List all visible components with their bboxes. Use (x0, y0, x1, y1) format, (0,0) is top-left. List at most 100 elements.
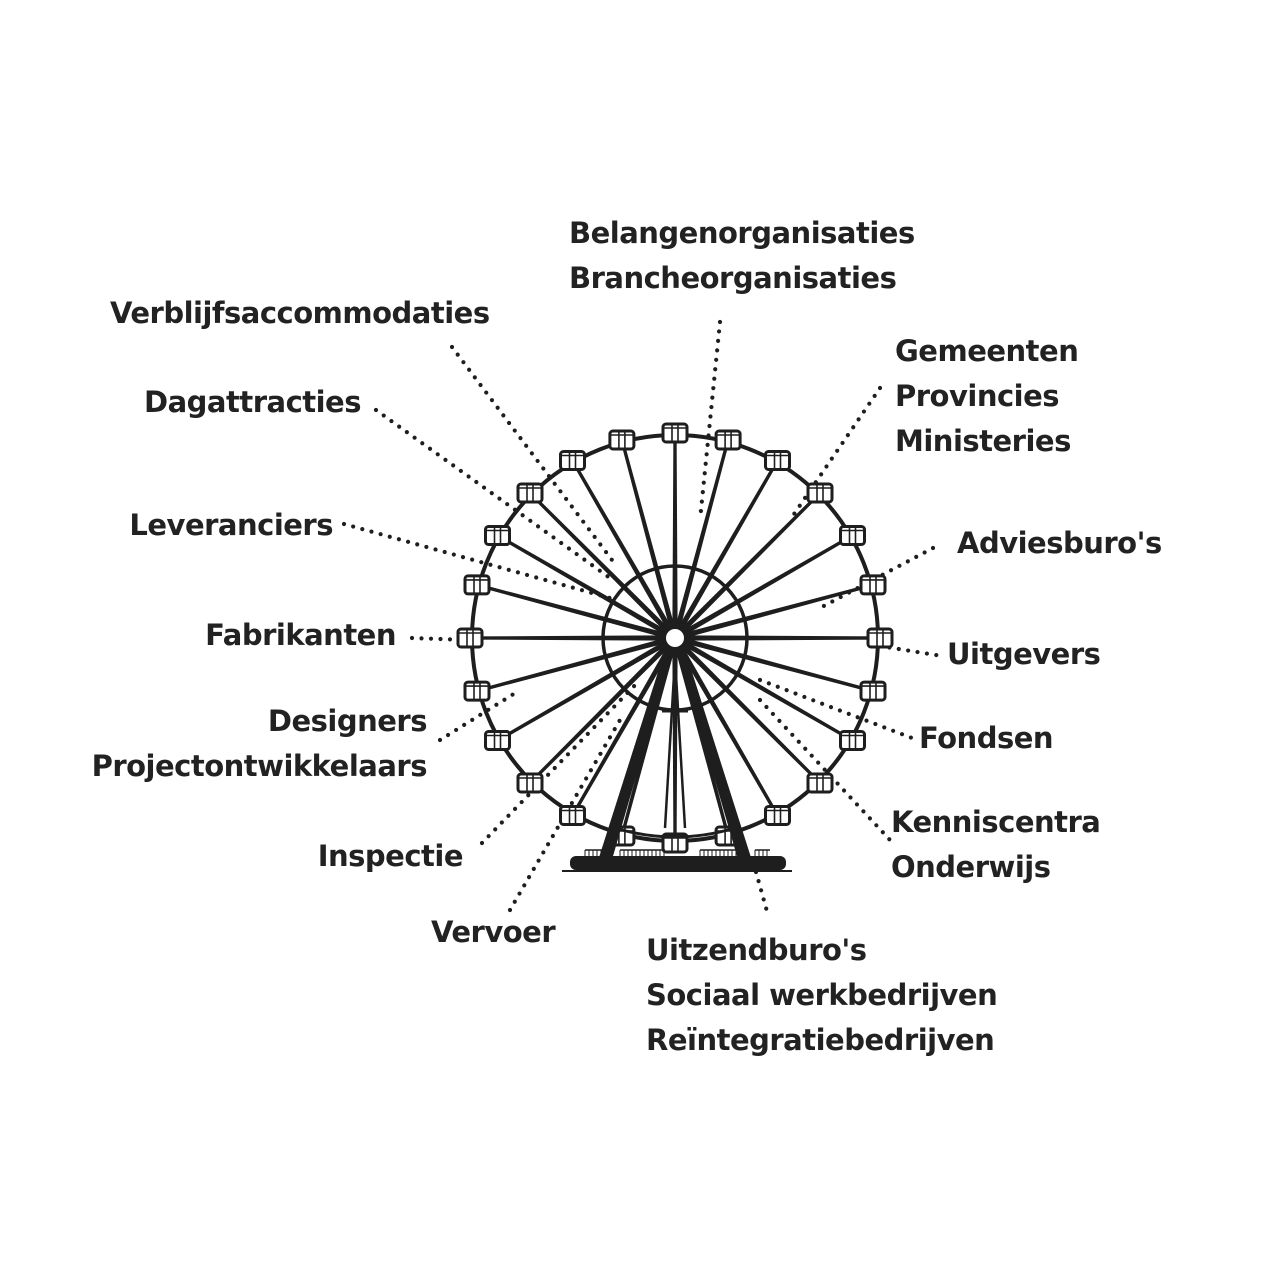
label-line: Designers (267, 704, 428, 738)
gondola-cabin (559, 450, 586, 471)
ferris-wheel-illustration (456, 422, 894, 872)
label-line: Gemeenten (895, 334, 1079, 368)
spoke (682, 583, 872, 639)
gondola-20 (463, 574, 491, 596)
gondola-17 (484, 730, 511, 751)
gondola-cabin (806, 772, 834, 794)
spoke (678, 461, 778, 633)
gondola-cabin (859, 574, 887, 596)
gondola-1 (661, 422, 689, 444)
spoke (680, 641, 852, 741)
gondola-cabin (463, 680, 491, 702)
spoke (673, 434, 678, 631)
label-kenniscentra: Kenniscentra Onderwijs (891, 800, 1101, 890)
gondola-8 (859, 680, 887, 702)
spoke (530, 493, 672, 633)
gondola-cabin (516, 482, 544, 504)
leader-line-verblijf (449, 344, 615, 563)
spoke (681, 639, 872, 693)
label-line: Sociaal werkbedrijven (646, 978, 998, 1012)
leader-line-gemeenten (787, 385, 883, 523)
label-line: Uitzendburo's (646, 933, 867, 967)
spoke (572, 461, 674, 632)
spoke (620, 441, 676, 631)
boarding-rail (614, 826, 736, 839)
gondola-2 (714, 429, 742, 451)
label-line: Inspectie (317, 839, 464, 873)
gondola-21 (484, 525, 511, 546)
label-line: Provincies (895, 379, 1060, 413)
label-dagattracties: Dagattracties (144, 380, 362, 425)
spoke (572, 643, 672, 815)
gondola-cabin (859, 680, 887, 702)
label-fabrikanten: Fabrikanten (205, 613, 396, 658)
support-leg-left (595, 650, 671, 870)
label-line: Kenniscentra (891, 805, 1101, 839)
gondola-cabin (661, 422, 689, 444)
gondola-cabin (516, 772, 544, 794)
gondola-cabin (608, 429, 636, 451)
gondola-18 (463, 680, 491, 702)
spoke (676, 644, 778, 815)
label-uitzendburos: Uitzendburo's Sociaal werkbedrijven Reïn… (646, 928, 998, 1063)
label-line: Leveranciers (129, 508, 333, 542)
gondola-24 (608, 429, 636, 451)
spoke (478, 583, 669, 637)
label-uitgevers: Uitgevers (947, 632, 1101, 677)
spoke (530, 641, 670, 783)
label-designers: Designers Projectontwikkelaars (91, 699, 428, 789)
spoke (498, 639, 669, 741)
label-line: Adviesburo's (957, 526, 1162, 560)
gondola-cabin (484, 525, 511, 546)
gondola-7 (866, 627, 894, 649)
label-line: Brancheorganisaties (569, 261, 897, 295)
spoke (674, 645, 730, 835)
leader-line-uitzendburos (753, 869, 771, 918)
label-line: Onderwijs (891, 850, 1051, 884)
label-inspectie: Inspectie (317, 834, 464, 879)
gondola-cabin (839, 730, 866, 751)
gondola-5 (839, 525, 866, 546)
label-line: Vervoer (431, 915, 556, 949)
inner-strut (673, 657, 687, 829)
spoke (471, 635, 668, 640)
gondola-cabin (714, 429, 742, 451)
leader-line-dagattracties (373, 407, 613, 581)
leader-line-belangen (697, 319, 723, 523)
label-line: Belangenorganisaties (569, 216, 915, 250)
label-line: Fondsen (919, 721, 1054, 755)
label-line: Reïntegratiebedrijven (646, 1023, 995, 1057)
gondola-cabin (559, 805, 586, 826)
leader-line-designers (437, 687, 523, 743)
gondola-11 (764, 805, 791, 826)
leader-line-vervoer (507, 717, 623, 913)
label-vervoer: Vervoer (431, 910, 556, 955)
spoke (676, 441, 730, 632)
gondola-15 (559, 805, 586, 826)
label-gemeenten: Gemeenten Provincies Ministeries (895, 329, 1079, 464)
label-line: Projectontwikkelaars (91, 749, 428, 783)
label-line: Fabrikanten (205, 618, 396, 652)
label-adviesburos: Adviesburo's (957, 521, 1162, 566)
gondola-3 (764, 450, 791, 471)
leader-line-inspectie (479, 677, 643, 846)
spoke (678, 643, 820, 783)
gondola-cabin (866, 627, 894, 649)
spoke (498, 535, 670, 635)
gondola-19 (456, 627, 484, 649)
gondola-cabin (839, 525, 866, 546)
gondola-cabin (764, 805, 791, 826)
label-leveranciers: Leveranciers (129, 503, 333, 548)
label-line: Dagattracties (144, 385, 362, 419)
gondola-10 (806, 772, 834, 794)
inner-strut (663, 657, 677, 829)
leader-line-leveranciers (341, 521, 613, 601)
label-line: Uitgevers (947, 637, 1101, 671)
gondola-23 (559, 450, 586, 471)
gondola-22 (516, 482, 544, 504)
gondola-cabin (456, 627, 484, 649)
label-line: Verblijfsaccommodaties (110, 296, 490, 330)
gondola-cabin (463, 574, 491, 596)
gondola-16 (516, 772, 544, 794)
hub-center (666, 629, 684, 647)
